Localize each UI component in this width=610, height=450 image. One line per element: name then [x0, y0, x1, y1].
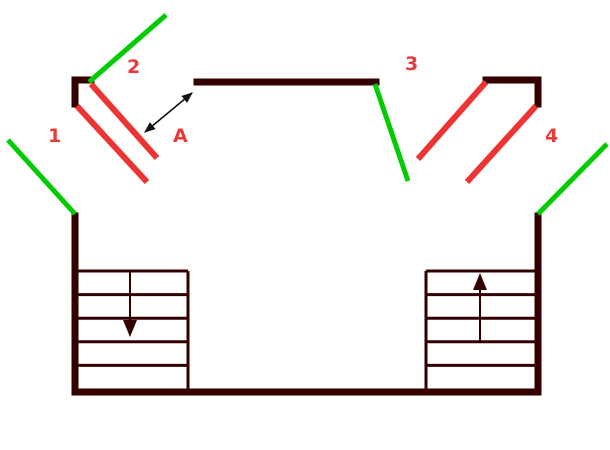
stairs-left	[78, 269, 190, 389]
door-2-closed-panel	[88, 82, 160, 160]
arrow-head-up	[473, 273, 487, 290]
door-4-open-panel	[536, 142, 609, 216]
door-1-closed-panel	[74, 103, 150, 185]
door-2-label: 2	[127, 56, 140, 78]
door-2-open-panel	[87, 13, 168, 84]
right-corner-wall	[482, 76, 542, 108]
gap-a-label: A	[173, 125, 188, 147]
walls	[71, 76, 542, 396]
door-4-closed-panel-upper	[415, 80, 489, 161]
door-4-label: 4	[545, 125, 558, 147]
stairs-right	[424, 269, 535, 389]
door-1-open-panel	[6, 138, 77, 216]
door-4-closed-panel-lower	[464, 103, 539, 185]
arrow-head-down	[123, 320, 137, 337]
stair-direction-arrow	[123, 271, 137, 337]
door-3-open-panel	[372, 83, 411, 182]
door-1-label: 1	[48, 125, 61, 147]
stair-direction-arrow	[473, 273, 487, 342]
outer-wall	[71, 212, 542, 396]
left-corner-wall	[71, 76, 95, 108]
gap-a-double-arrow	[144, 92, 193, 133]
door-3-label: 3	[405, 53, 418, 75]
